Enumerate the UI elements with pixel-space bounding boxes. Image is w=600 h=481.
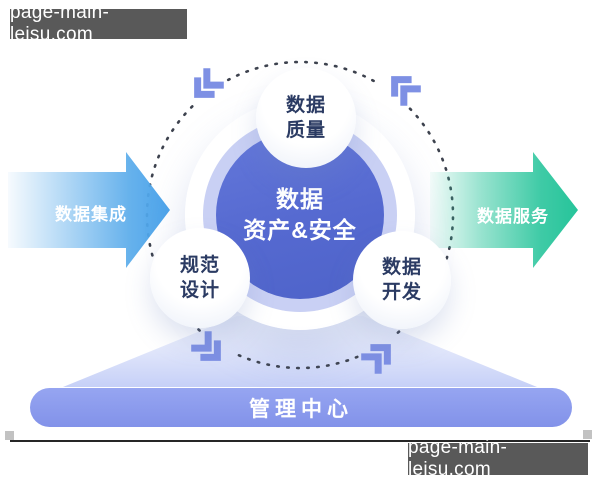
chevron-double-top-left-icon — [194, 68, 224, 98]
node-data-development-line1: 数据 — [381, 257, 422, 278]
node-data-development-line2: 开发 — [381, 282, 422, 303]
management-center-label: 管理中心 — [249, 397, 353, 421]
center-node-line1: 数据 — [276, 186, 324, 212]
node-standard-design-line1: 规范 — [179, 255, 220, 276]
node-data-quality: 数据 质量 — [256, 68, 356, 168]
node-standard-design-line2: 设计 — [179, 280, 220, 301]
chevron-double-bottom-right-icon — [361, 344, 391, 374]
watermark-top-left: page-main-leisu.com — [10, 2, 187, 45]
input-arrow — [8, 152, 170, 268]
resize-handle-left[interactable] — [5, 431, 14, 440]
node-standard-design: 规范 设计 — [150, 228, 250, 328]
output-arrow-label: 数据服务 — [477, 207, 549, 226]
management-center-bar: 管理中心 — [30, 388, 572, 427]
resize-handle-right[interactable] — [583, 430, 592, 439]
chevron-double-bottom-left-icon — [191, 331, 221, 361]
bottom-divider-line — [10, 440, 590, 442]
funnel-connector — [63, 316, 537, 387]
watermark-bottom-right: page-main-leisu.com — [408, 437, 588, 480]
node-data-quality-line1: 数据 — [285, 95, 326, 116]
output-arrow — [430, 152, 578, 268]
input-arrow-label: 数据集成 — [55, 205, 127, 224]
node-data-development: 数据 开发 — [353, 231, 451, 329]
node-data-quality-line2: 质量 — [285, 120, 326, 141]
center-node-line2: 资产&安全 — [243, 217, 357, 243]
chevron-double-top-right-icon — [391, 76, 421, 106]
